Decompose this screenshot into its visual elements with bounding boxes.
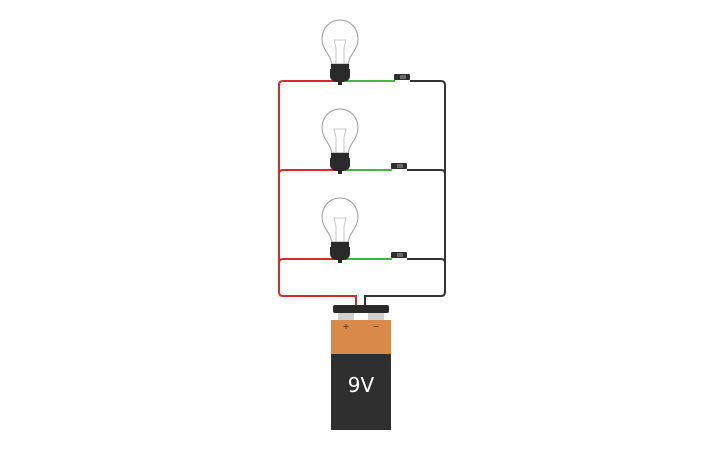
battery-cap — [333, 305, 389, 313]
positive-terminal — [338, 313, 354, 321]
negative-sign: − — [373, 322, 380, 331]
switch-1[interactable] — [394, 74, 410, 80]
negative-wires — [364, 80, 446, 306]
bulb-3[interactable] — [321, 197, 359, 264]
battery-body — [331, 354, 391, 430]
switch-link-wires — [345, 80, 395, 260]
bulb-1[interactable] — [321, 19, 359, 86]
switch-3[interactable] — [391, 252, 407, 258]
positive-sign: + — [343, 322, 350, 331]
battery-label: 9V — [348, 373, 375, 397]
bulb-2[interactable] — [321, 108, 359, 175]
switch-2[interactable] — [391, 163, 407, 169]
positive-wires — [278, 80, 357, 306]
negative-terminal — [368, 313, 384, 321]
battery-top — [331, 320, 391, 354]
battery-9v[interactable]: + − 9V — [331, 305, 391, 430]
